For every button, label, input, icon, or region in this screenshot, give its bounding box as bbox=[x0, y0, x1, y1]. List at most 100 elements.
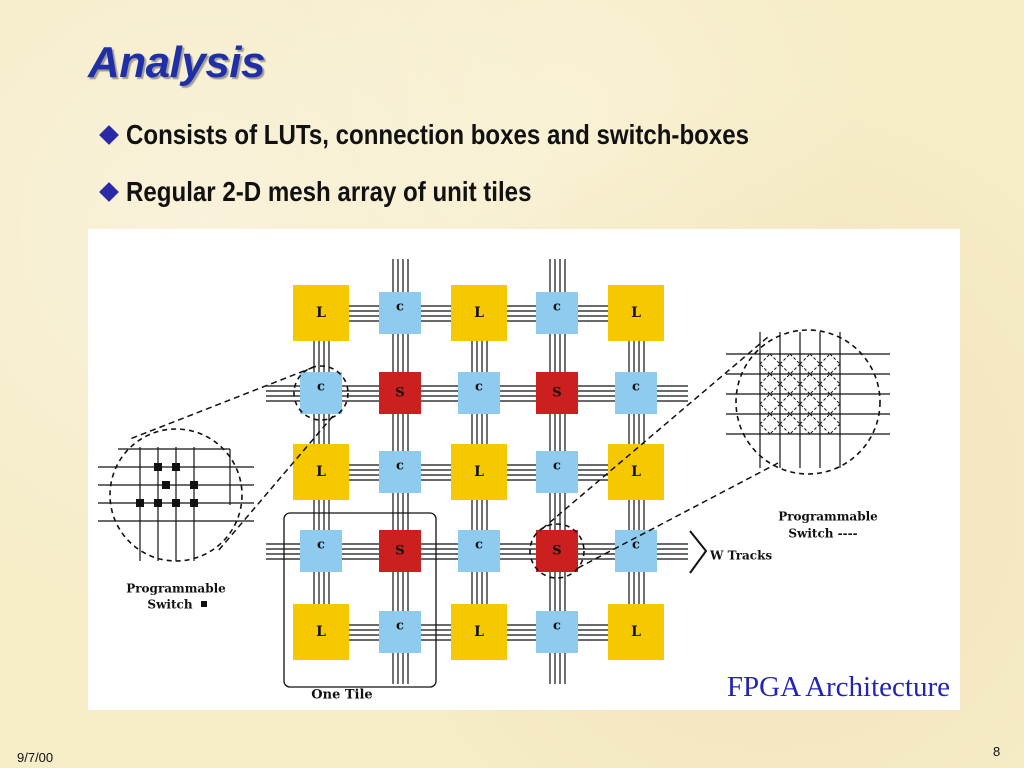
diagonal-switch-wire bbox=[759, 373, 771, 385]
logic-block-label: L bbox=[631, 624, 641, 640]
connection-block-label: c bbox=[632, 538, 640, 553]
diagonal-switch-wire bbox=[769, 383, 781, 395]
connection-block-label: c bbox=[475, 538, 483, 553]
one-tile-outline bbox=[283, 512, 437, 688]
diagonal-switch-wire bbox=[829, 403, 841, 415]
switch-block bbox=[536, 372, 578, 414]
diagonal-switch-wire bbox=[779, 383, 791, 395]
diagonal-switch-wire bbox=[769, 373, 781, 385]
connection-block bbox=[300, 530, 342, 572]
bullet-text: Regular 2-D mesh array of unit tiles bbox=[126, 176, 532, 207]
logic-block bbox=[293, 604, 349, 660]
diagonal-switch-wire bbox=[819, 383, 831, 395]
diagonal-switch-wire bbox=[819, 393, 831, 405]
footer-date: 9/7/00 bbox=[17, 750, 54, 765]
zoom-connector-line bbox=[541, 336, 769, 530]
connection-block-label: c bbox=[553, 619, 561, 634]
connection-block-label: c bbox=[632, 380, 640, 395]
diagonal-switch-wire bbox=[779, 393, 791, 405]
switch-legend-icon bbox=[201, 601, 207, 607]
switch-block bbox=[379, 530, 421, 572]
diagonal-switch-wire bbox=[789, 423, 801, 435]
diagonal-switch-wire bbox=[769, 423, 781, 435]
logic-block-label: L bbox=[474, 624, 484, 640]
logic-block bbox=[608, 604, 664, 660]
diagonal-switch-wire bbox=[809, 393, 821, 405]
switch-point bbox=[162, 481, 170, 489]
diagonal-switch-wire bbox=[779, 373, 791, 385]
connection-block bbox=[300, 372, 342, 414]
diagonal-switch-wire bbox=[819, 363, 831, 375]
diagonal-switch-wire bbox=[769, 393, 781, 405]
diagonal-switch-wire bbox=[759, 403, 771, 415]
connection-block-label: c bbox=[553, 459, 561, 474]
diagonal-switch-wire bbox=[829, 413, 841, 425]
diagonal-switch-wire bbox=[759, 363, 771, 375]
diagonal-switch-wire bbox=[769, 403, 781, 415]
diagonal-switch-wire bbox=[809, 413, 821, 425]
diagonal-switch-wire bbox=[809, 423, 821, 435]
diagonal-switch-wire bbox=[819, 353, 831, 365]
diagonal-switch-wire bbox=[799, 373, 811, 385]
diagonal-switch-wire bbox=[759, 353, 771, 365]
diagonal-switch-wire bbox=[829, 383, 841, 395]
logic-block-label: L bbox=[631, 464, 641, 480]
diagonal-switch-wire bbox=[799, 413, 811, 425]
switch-block-label: S bbox=[395, 544, 404, 559]
w-tracks-bracket bbox=[689, 530, 708, 574]
highlight-circle-left bbox=[293, 365, 349, 421]
diagonal-switch-wire bbox=[809, 363, 821, 375]
diagonal-switch-wire bbox=[829, 363, 841, 375]
connection-block bbox=[458, 530, 500, 572]
connection-block-label: c bbox=[396, 619, 404, 634]
switch-point bbox=[136, 499, 144, 507]
logic-block bbox=[451, 604, 507, 660]
switch-block-label: S bbox=[552, 386, 561, 401]
connection-block-label: c bbox=[317, 380, 325, 395]
connection-block bbox=[536, 611, 578, 653]
connection-block-label: c bbox=[396, 300, 404, 315]
logic-block bbox=[451, 285, 507, 341]
diagonal-switch-wire bbox=[789, 353, 801, 365]
diagonal-switch-wire bbox=[799, 423, 811, 435]
switch-point bbox=[172, 499, 180, 507]
connection-block-label: c bbox=[553, 300, 561, 315]
switch-block-label: S bbox=[395, 386, 404, 401]
bullet-item: Regular 2-D mesh array of unit tiles bbox=[96, 175, 850, 209]
diagonal-switch-wire bbox=[769, 363, 781, 375]
zoom-connector-line bbox=[577, 462, 779, 569]
logic-block-label: L bbox=[631, 305, 641, 321]
logic-block bbox=[451, 444, 507, 500]
diagonal-switch-wire bbox=[809, 383, 821, 395]
switch-block-label: S bbox=[552, 544, 561, 559]
bullet-list: Consists of LUTs, connection boxes and s… bbox=[96, 118, 850, 232]
connection-block-label: c bbox=[475, 380, 483, 395]
diagonal-switch-wire bbox=[799, 383, 811, 395]
logic-block-label: L bbox=[474, 305, 484, 321]
bullet-item: Consists of LUTs, connection boxes and s… bbox=[96, 118, 850, 152]
zoom-connector-line bbox=[129, 366, 315, 440]
diagonal-switch-wire bbox=[809, 403, 821, 415]
diagonal-switch-wire bbox=[809, 353, 821, 365]
bullet-text: Consists of LUTs, connection boxes and s… bbox=[126, 119, 750, 150]
one-tile-label: One Tile bbox=[311, 688, 372, 703]
w-tracks-label: W Tracks bbox=[709, 549, 772, 563]
diagonal-switch-wire bbox=[779, 363, 791, 375]
left-zoom-label: Switch bbox=[147, 598, 192, 612]
diagonal-switch-wire bbox=[779, 423, 791, 435]
switch-block bbox=[379, 372, 421, 414]
switch-point bbox=[154, 499, 162, 507]
diagonal-switch-wire bbox=[799, 363, 811, 375]
logic-block-label: L bbox=[316, 624, 326, 640]
logic-block-label: L bbox=[316, 305, 326, 321]
diagonal-switch-wire bbox=[819, 423, 831, 435]
diagonal-switch-wire bbox=[779, 403, 791, 415]
diagonal-switch-wire bbox=[789, 363, 801, 375]
connection-block-label: c bbox=[317, 538, 325, 553]
page-number: 8 bbox=[993, 744, 1001, 759]
diagonal-switch-wire bbox=[819, 403, 831, 415]
left-zoom-label: Programmable bbox=[126, 582, 226, 596]
logic-block bbox=[293, 444, 349, 500]
right-zoom-label: Programmable bbox=[778, 510, 878, 524]
